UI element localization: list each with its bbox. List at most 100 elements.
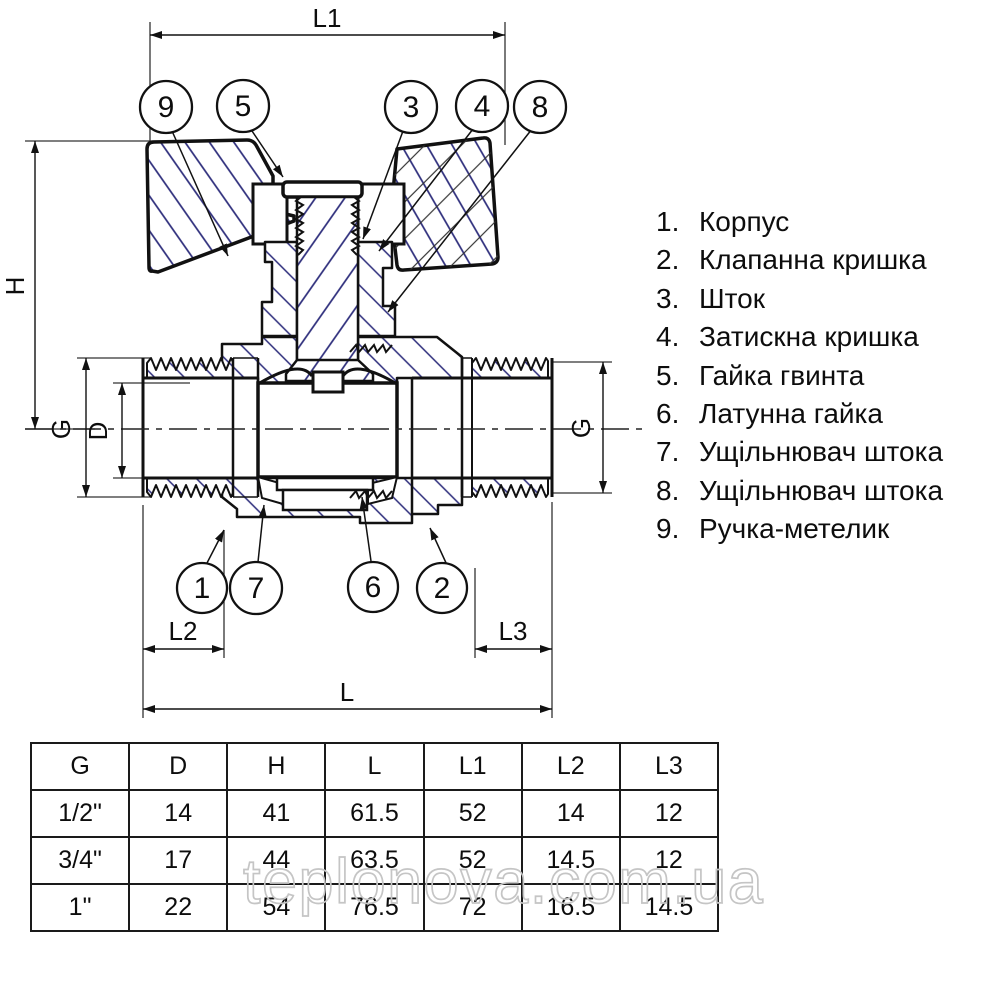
legend-item-label: Клапанна кришка bbox=[699, 244, 927, 276]
legend-item-label: Шток bbox=[699, 282, 765, 314]
dimension-lines bbox=[31, 31, 607, 713]
dim-label-d: D bbox=[83, 422, 113, 441]
table-cell: 41 bbox=[226, 789, 327, 838]
dim-label-l3: L3 bbox=[499, 616, 528, 646]
table-row: 1" 22 54 76.5 72 16.5 14.5 bbox=[29, 883, 720, 932]
column-header: L2 bbox=[520, 742, 621, 791]
svg-text:7: 7 bbox=[248, 572, 265, 605]
legend-item-number: 6. bbox=[656, 398, 680, 430]
legend-item-label: Ущільнювач штока bbox=[699, 474, 944, 506]
table-cell: 1/2" bbox=[29, 789, 131, 838]
table-cell: 3/4" bbox=[29, 836, 131, 885]
table-row: 3/4" 17 44 63.5 52 14.5 12 bbox=[29, 836, 720, 885]
stem-drive-column bbox=[311, 370, 345, 394]
table-cell: 72 bbox=[422, 883, 523, 932]
bonnet-gland-left bbox=[260, 240, 299, 338]
table-cell: 52 bbox=[422, 836, 523, 885]
callout-9: 9 bbox=[138, 79, 194, 135]
legend-item: 5.Гайка гвинта bbox=[656, 357, 943, 395]
svg-text:5: 5 bbox=[235, 90, 252, 123]
svg-text:9: 9 bbox=[158, 91, 175, 124]
callout-2: 2 bbox=[415, 561, 469, 615]
legend-item-label: Затискна кришка bbox=[699, 321, 919, 353]
brass-nut-lip bbox=[275, 476, 375, 492]
callout-balloons: 9 5 3 4 8 1 7 6 2 bbox=[138, 78, 568, 616]
table-cell: 14 bbox=[128, 789, 229, 838]
callout-3: 3 bbox=[383, 79, 439, 135]
legend-item-number: 7. bbox=[656, 436, 680, 468]
male-threads bbox=[146, 357, 549, 498]
dimensions-table: G D H L L1 L2 L3 1/2" 14 41 61.5 52 14 1… bbox=[29, 742, 720, 932]
legend-item-number: 2. bbox=[656, 244, 680, 276]
column-header: H bbox=[226, 742, 327, 791]
legend-item-number: 9. bbox=[656, 513, 680, 545]
callout-1: 1 bbox=[175, 561, 229, 615]
dim-label-g-right: G bbox=[566, 418, 596, 438]
legend-item-number: 8. bbox=[656, 474, 680, 506]
legend-item: 3. Шток bbox=[656, 280, 943, 318]
svg-text:2: 2 bbox=[434, 572, 451, 605]
extension-lines bbox=[25, 22, 612, 718]
column-header: G bbox=[29, 742, 131, 791]
legend-item-label: Гайка гвинта bbox=[699, 359, 865, 391]
table-cell: 16.5 bbox=[520, 883, 621, 932]
table-cell: 52 bbox=[422, 789, 523, 838]
stem-thread-zigzags bbox=[294, 196, 361, 256]
table-cell: 17 bbox=[128, 836, 229, 885]
ball-cavity bbox=[256, 381, 399, 479]
legend-item-label: Ущільнювач штока bbox=[699, 436, 944, 468]
callout-6: 6 bbox=[346, 560, 400, 614]
legend-item-number: 4. bbox=[656, 321, 680, 353]
legend-item-label: Ручка-метелик bbox=[699, 513, 890, 545]
legend-item: 1. Корпус bbox=[656, 203, 943, 241]
ball-top-arc-right bbox=[341, 367, 398, 386]
legend-item: 7. Ущільнювач штока bbox=[656, 433, 943, 471]
callout-4: 4 bbox=[454, 78, 510, 134]
column-header: L1 bbox=[422, 742, 523, 791]
table-cell: 44 bbox=[226, 836, 327, 885]
dim-label-l: L bbox=[340, 677, 354, 707]
column-header: D bbox=[128, 742, 229, 791]
dim-label-h: H bbox=[0, 277, 30, 296]
stem bbox=[295, 195, 360, 374]
dim-label-l1: L1 bbox=[313, 3, 342, 33]
parts-legend: 1. Корпус 2. Клапанна кришка 3. Шток 4. Зати… bbox=[656, 203, 943, 549]
table-cell: 63.5 bbox=[324, 836, 425, 885]
legend-item: 8. Ущільнювач штока bbox=[656, 472, 943, 510]
table-cell: 14 bbox=[520, 789, 621, 838]
legend-item: 2. Клапанна кришка bbox=[656, 241, 943, 279]
callout-7: 7 bbox=[228, 560, 284, 616]
ball-top-arc-left bbox=[257, 367, 314, 386]
legend-item: 4. Затискна кришка bbox=[656, 318, 943, 356]
table-cell: 12 bbox=[618, 789, 720, 838]
stem-cap bbox=[281, 180, 364, 199]
column-header: L bbox=[324, 742, 425, 791]
legend-item: 6. Латунна гайка bbox=[656, 395, 943, 433]
legend-item-label: Корпус bbox=[699, 206, 790, 237]
table-cell: 22 bbox=[128, 883, 229, 932]
pipe-outlines bbox=[141, 357, 554, 514]
callout-8: 8 bbox=[512, 79, 568, 135]
svg-text:4: 4 bbox=[474, 90, 491, 123]
dim-label-g-left: G bbox=[46, 419, 76, 439]
handle-left-wing bbox=[145, 138, 296, 274]
column-header: L3 bbox=[618, 742, 720, 791]
valve-technical-drawing: L1 H G D G L2 L3 L 9 5 3 4 8 bbox=[0, 3, 645, 718]
legend-item-label: Латунна гайка bbox=[699, 398, 883, 430]
table-cell: 54 bbox=[226, 883, 327, 932]
legend-item-number: 1. bbox=[656, 206, 680, 237]
table-header-row: G D H L L1 L2 L3 bbox=[29, 742, 720, 791]
table-cell: 12 bbox=[618, 836, 720, 885]
legend-item-number: 3. bbox=[656, 282, 680, 314]
svg-text:6: 6 bbox=[365, 571, 382, 604]
handle-right-wing-crosshatch bbox=[391, 137, 498, 271]
svg-text:1: 1 bbox=[194, 572, 211, 605]
svg-text:3: 3 bbox=[403, 91, 420, 124]
svg-text:8: 8 bbox=[532, 91, 549, 124]
table-cell: 14.5 bbox=[520, 836, 621, 885]
nut-thread-marks bbox=[349, 343, 393, 500]
table-cell: 1" bbox=[29, 883, 131, 932]
table-cell: 14.5 bbox=[618, 883, 720, 932]
bonnet-gland-right bbox=[356, 240, 397, 338]
